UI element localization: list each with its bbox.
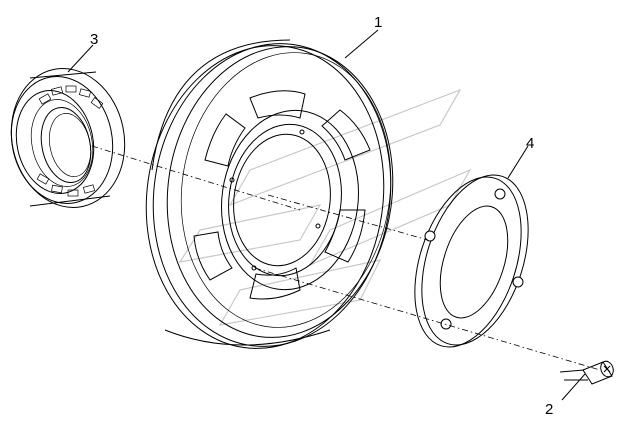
watermark	[178, 88, 472, 326]
callout-label-3: 3	[90, 31, 98, 48]
callout-label-1: 1	[374, 14, 382, 31]
bearing-part	[10, 68, 126, 208]
screw-part	[559, 360, 614, 385]
leader-lines	[67, 29, 586, 401]
callout-label-4: 4	[526, 135, 534, 152]
cover-plate-part	[414, 174, 529, 348]
callout-label-2: 2	[545, 401, 553, 418]
center-lines	[91, 145, 601, 371]
pulley-part	[145, 39, 394, 349]
